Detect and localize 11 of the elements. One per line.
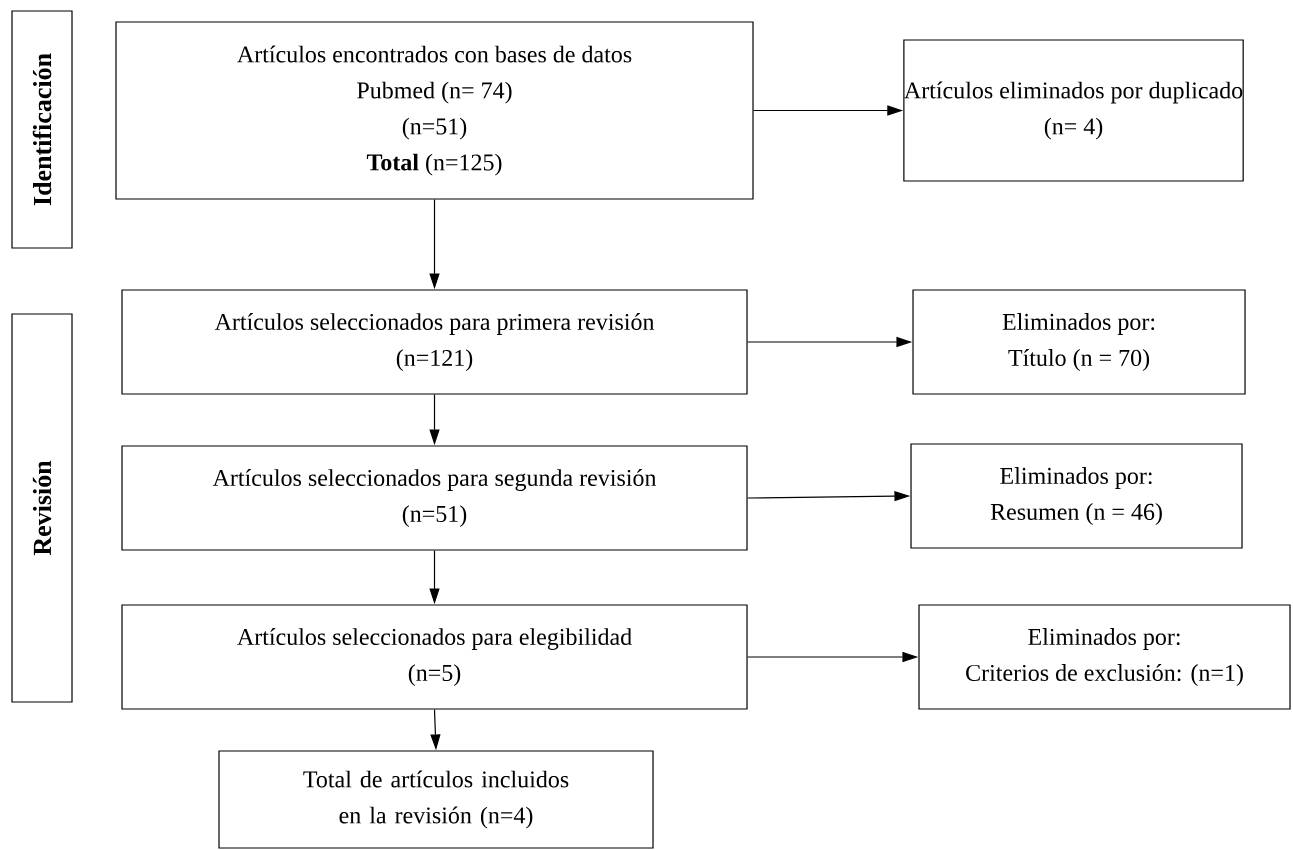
process-box: Total de artículos incluidos en la revisión (n=4): [218, 750, 654, 849]
process-box: Artículos seleccionados para primera revisión (n=121): [121, 289, 748, 395]
process-box: Artículos encontrados con bases de datos Pubmed (n= 74) (n=51) Total (n=125): [115, 21, 754, 200]
process-box: Eliminados por: Título (n = 70): [912, 289, 1246, 395]
process-box: Eliminados por: Resumen (n = 46): [910, 443, 1243, 549]
stage-label-box: Identificación: [11, 10, 73, 249]
process-box: Artículos seleccionados para elegibilidad (n=5): [121, 604, 748, 710]
stage-label-box: Revisión: [11, 313, 73, 703]
process-box: Artículos seleccionados para segunda revisión (n=51): [121, 445, 748, 551]
process-box: Artículos eliminados por duplicado (n= 4): [903, 39, 1244, 182]
process-box: Eliminados por: Criterios de exclusión: (n=1): [918, 604, 1291, 710]
